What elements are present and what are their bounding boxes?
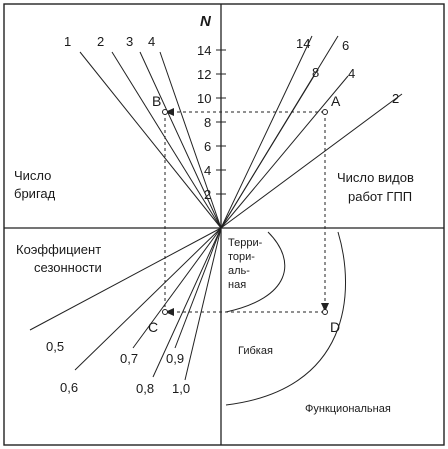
work-type-label-14: 14 [296,36,310,51]
territorial-boundary [225,231,286,313]
work-types-label-line-2: работ ГПП [348,189,412,204]
n-tick-2: 2 [204,187,211,202]
seasonality-label-0-8: 0,8 [136,381,154,396]
seasonality-label-0-7: 0,7 [120,351,138,366]
seasonality-label-0-6: 0,6 [60,380,78,395]
flexible-boundary [225,231,346,406]
work-type-label-4: 4 [348,66,355,81]
seasonality-line-1-0 [184,227,222,381]
seasonality-label-1-0: 1,0 [172,381,190,396]
work-type-line-2 [220,93,403,229]
construction-arrows [165,108,329,316]
work-type-label-6: 6 [342,38,349,53]
work-types-label-line-1: Число видов [337,170,414,185]
brigades-label-line-2: бригад [14,186,56,201]
seasonality-line-0-8 [152,227,222,378]
point-b-label: B [152,93,161,109]
work-type-line-8 [220,75,315,229]
n-tick-6: 6 [204,139,211,154]
seasonality-title-line-1: Коэффициент [16,242,101,257]
point-c-label: C [148,319,158,335]
territorial-label-line-3: аль- [228,265,250,277]
work-type-line-4 [220,75,349,229]
n-axis-label: N [200,13,212,30]
brigade-line-4 [159,51,222,229]
flexible-label: Гибкая [238,345,273,357]
work-type-line-14 [220,35,313,229]
territorial-label-line-2: тори- [228,251,255,263]
brigade-label-4: 4 [148,34,155,49]
brigade-lines [79,51,222,229]
n-axis-ticks [216,49,226,195]
seasonality-line-0-5 [29,227,222,331]
brigade-label-1: 1 [64,34,71,49]
point-a-label: A [331,93,341,109]
seasonality-line-0-9 [174,227,222,349]
work-type-label-2: 2 [392,91,399,106]
seasonality-title-line-2: сезонности [34,260,102,275]
n-tick-12: 12 [197,67,211,82]
brigade-label-3: 3 [126,34,133,49]
seasonality-label-0-5: 0,5 [46,339,64,354]
territorial-label-line-1: Терри- [228,237,263,249]
diagram-frame [3,3,445,446]
brigade-line-3 [139,51,222,229]
work-type-label-8: 8 [312,65,319,80]
n-tick-10: 10 [197,91,211,106]
n-tick-4: 4 [204,163,211,178]
brigade-line-1 [79,51,222,229]
work-type-lines [220,35,403,229]
functional-label: Функциональная [305,403,391,415]
n-tick-8: 8 [204,115,211,130]
point-d-label: D [330,319,340,335]
brigade-label-2: 2 [97,34,104,49]
construction-lines [164,111,326,313]
brigades-label-line-1: Число [14,168,51,183]
territorial-label-line-4: ная [228,279,246,291]
seasonality-line-0-6 [74,227,222,371]
construction-points [162,109,328,315]
seasonality-label-0-9: 0,9 [166,351,184,366]
brigade-line-2 [111,51,222,229]
seasonality-lines [29,227,222,381]
seasonality-line-0-7 [132,227,222,349]
n-tick-14: 14 [197,43,211,58]
